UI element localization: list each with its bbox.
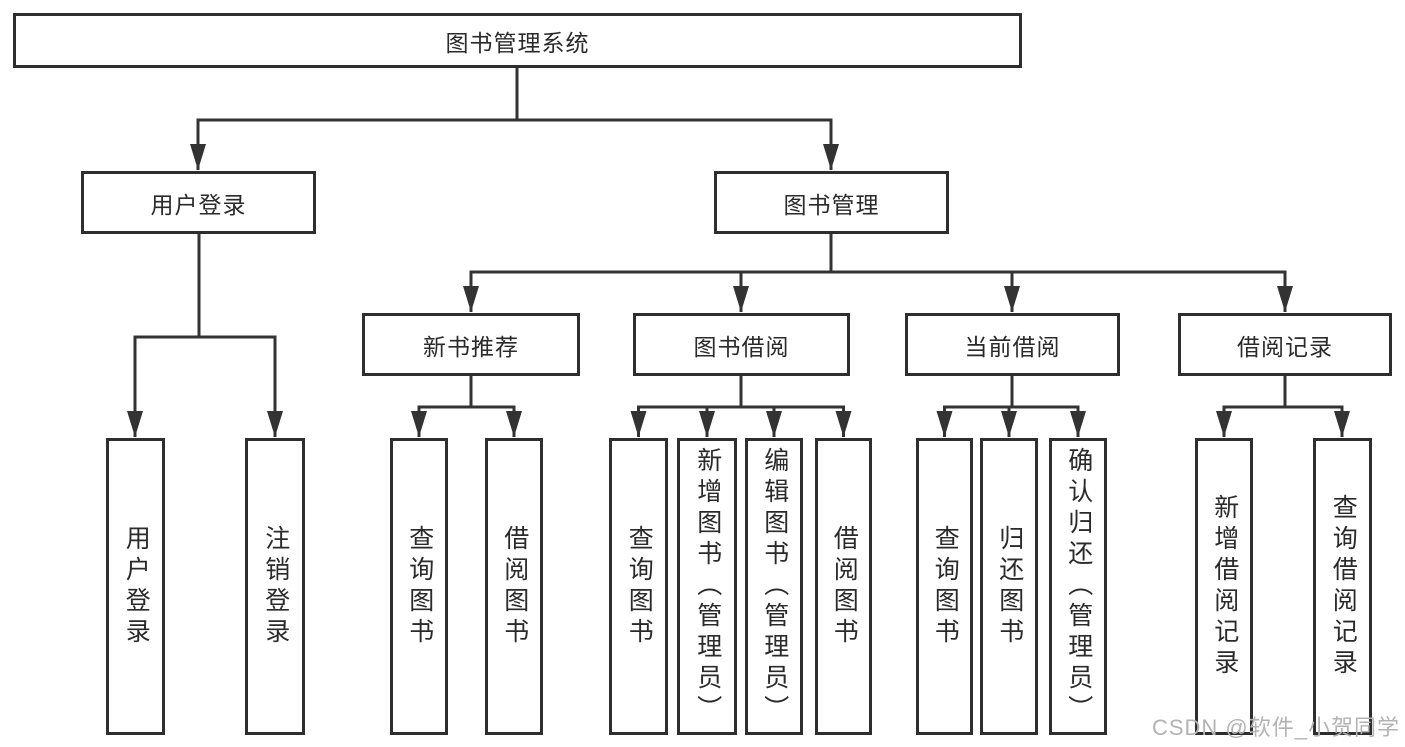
node-user-login-label: 用户登录 [150, 191, 247, 218]
leaf-query-books-current: 查询图书 [916, 438, 973, 735]
leaf-borrow-books-label: 借阅图书 [830, 524, 859, 649]
leaf-add-borrow-record-label: 新增借阅记录 [1210, 493, 1239, 680]
leaf-add-borrow-record: 新增借阅记录 [1195, 438, 1253, 735]
node-borrow-records: 借阅记录 [1178, 313, 1392, 376]
leaf-query-books-current-label: 查询图书 [931, 524, 960, 649]
node-root-label: 图书管理系统 [445, 29, 590, 56]
node-new-book-recommend: 新书推荐 [362, 313, 580, 376]
node-book-management: 图书管理 [714, 171, 949, 234]
leaf-query-books-borrow-label: 查询图书 [625, 524, 654, 649]
leaf-query-borrow-record: 查询借阅记录 [1313, 438, 1372, 735]
leaf-confirm-return-admin: 确认归还（管理员） [1049, 438, 1107, 735]
leaf-borrow-books-recommend: 借阅图书 [485, 438, 543, 735]
leaf-add-books-admin-label: 新增图书（管理员） [693, 447, 722, 726]
node-current-borrow-label: 当前借阅 [964, 333, 1061, 360]
node-book-management-label: 图书管理 [783, 191, 880, 218]
leaf-user-login: 用户登录 [106, 438, 165, 735]
leaf-query-books-recommend: 查询图书 [390, 438, 448, 735]
node-borrow-records-label: 借阅记录 [1237, 333, 1333, 360]
leaf-logout: 注销登录 [245, 438, 305, 735]
leaf-borrow-books-recommend-label: 借阅图书 [500, 524, 529, 649]
leaf-edit-books-admin-label: 编辑图书（管理员） [760, 447, 789, 726]
leaf-query-books-borrow: 查询图书 [609, 438, 668, 735]
leaf-return-books-label: 归还图书 [995, 524, 1024, 649]
node-book-borrow-label: 图书借阅 [693, 333, 790, 360]
watermark: CSDN @软件_小贺同学 [1151, 715, 1400, 740]
leaf-return-books: 归还图书 [980, 438, 1038, 735]
leaf-user-login-label: 用户登录 [122, 524, 151, 649]
leaf-edit-books-admin: 编辑图书（管理员） [745, 438, 803, 735]
node-root: 图书管理系统 [13, 13, 1022, 68]
node-user-login: 用户登录 [81, 171, 316, 234]
node-book-borrow: 图书借阅 [633, 313, 850, 376]
leaf-confirm-return-admin-label: 确认归还（管理员） [1064, 447, 1093, 726]
leaf-logout-label: 注销登录 [261, 524, 290, 649]
node-current-borrow: 当前借阅 [905, 313, 1120, 376]
leaf-borrow-books: 借阅图书 [815, 438, 872, 735]
leaf-query-books-recommend-label: 查询图书 [405, 524, 434, 649]
leaf-add-books-admin: 新增图书（管理员） [677, 438, 737, 735]
leaf-query-borrow-record-label: 查询借阅记录 [1329, 493, 1358, 680]
node-new-book-recommend-label: 新书推荐 [423, 333, 519, 360]
